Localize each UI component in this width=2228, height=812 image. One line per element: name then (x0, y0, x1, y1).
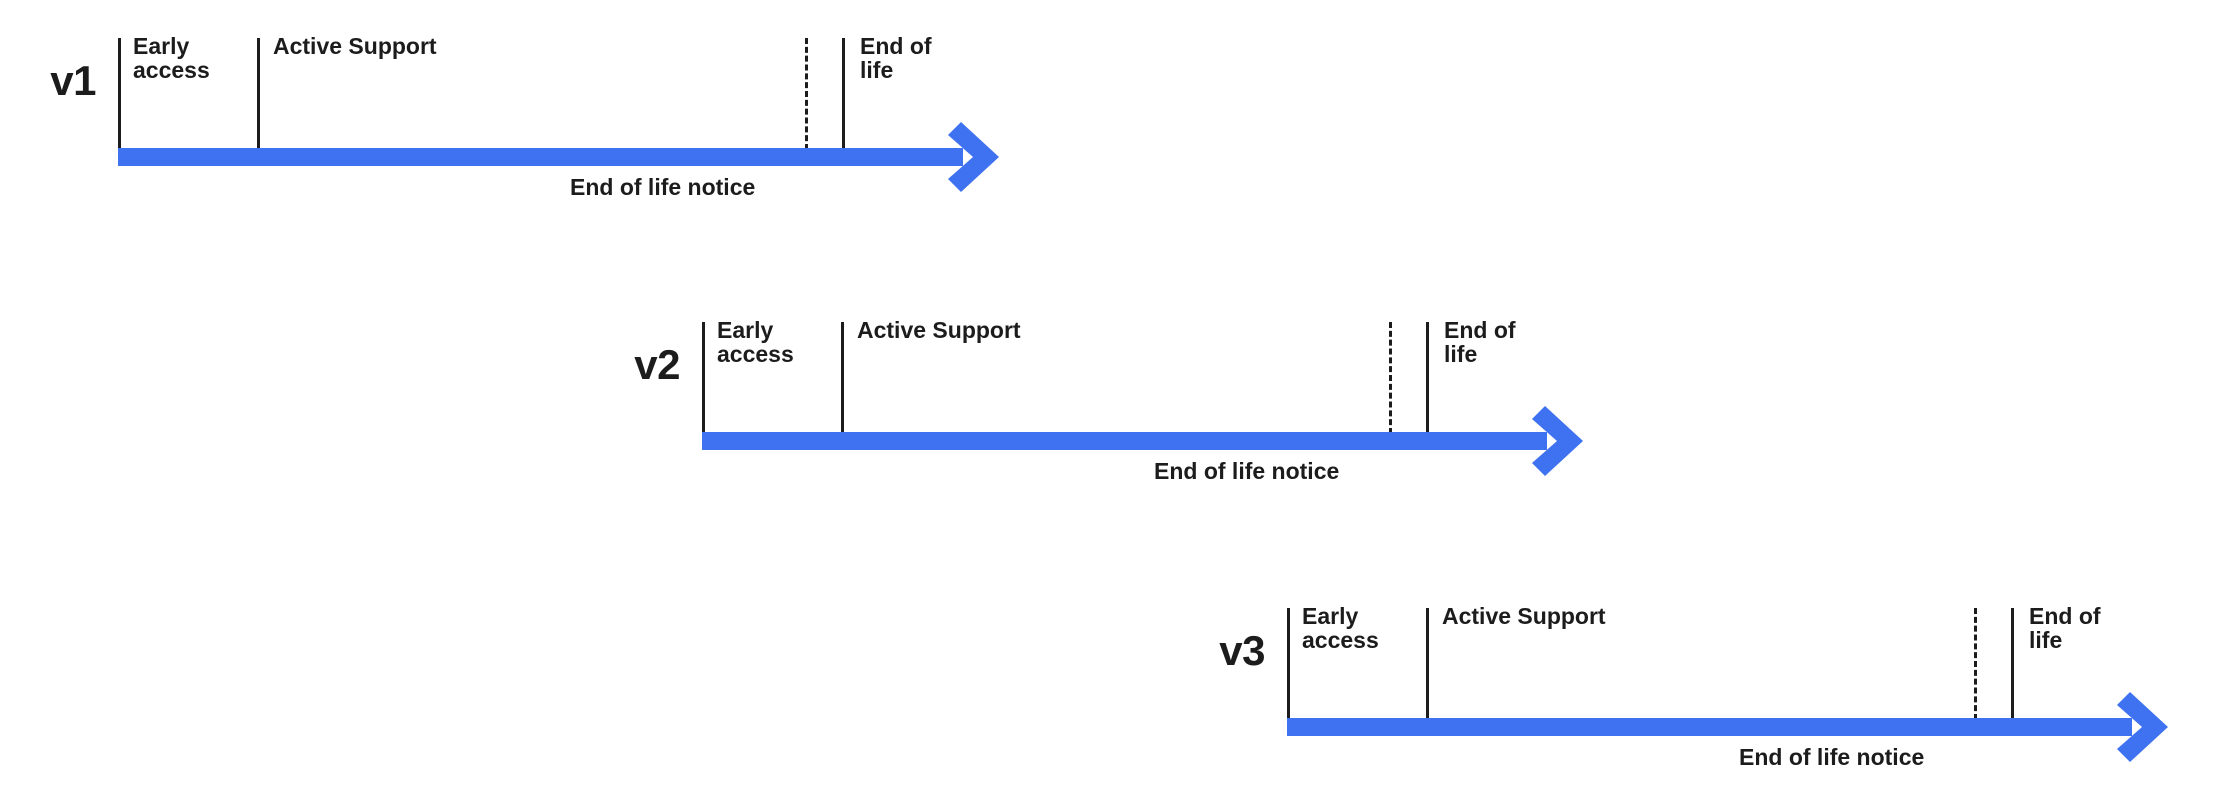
phase-label-2: Active Support (857, 317, 1021, 343)
end-of-life-notice-marker (805, 38, 808, 150)
phase-divider-2 (841, 322, 844, 432)
timeline-arrow-icon (1531, 402, 1609, 480)
phase-label-1: Early access (717, 317, 794, 368)
phase-divider-1 (118, 38, 121, 148)
phase-divider-1 (702, 322, 705, 432)
end-of-life-notice-marker (1389, 322, 1392, 434)
phase-label-3: End of life (2029, 603, 2101, 654)
phase-divider-1 (1287, 608, 1290, 718)
timeline-track (702, 432, 1547, 450)
timeline-arrow-icon (947, 118, 1025, 196)
timeline-track (1287, 718, 2132, 736)
phase-divider-3 (1426, 322, 1429, 432)
phase-label-3: End of life (1444, 317, 1516, 368)
phase-label-1: Early access (1302, 603, 1379, 654)
timeline-track (118, 148, 963, 166)
phase-label-1: Early access (133, 33, 210, 84)
phase-divider-2 (257, 38, 260, 148)
phase-label-2: Active Support (1442, 603, 1606, 629)
phase-divider-3 (842, 38, 845, 148)
phase-divider-3 (2011, 608, 2014, 718)
end-of-life-notice-label: End of life notice (1154, 458, 1340, 484)
phase-label-3: End of life (860, 33, 932, 84)
timeline-arrow-icon (2116, 688, 2194, 766)
version-label-v2: v2 (634, 341, 680, 388)
end-of-life-notice-label: End of life notice (570, 174, 756, 200)
end-of-life-notice-label: End of life notice (1739, 744, 1925, 770)
phase-divider-2 (1426, 608, 1429, 718)
phase-label-2: Active Support (273, 33, 437, 59)
version-label-v1: v1 (50, 57, 96, 104)
version-label-v3: v3 (1219, 627, 1265, 674)
end-of-life-notice-marker (1974, 608, 1977, 720)
